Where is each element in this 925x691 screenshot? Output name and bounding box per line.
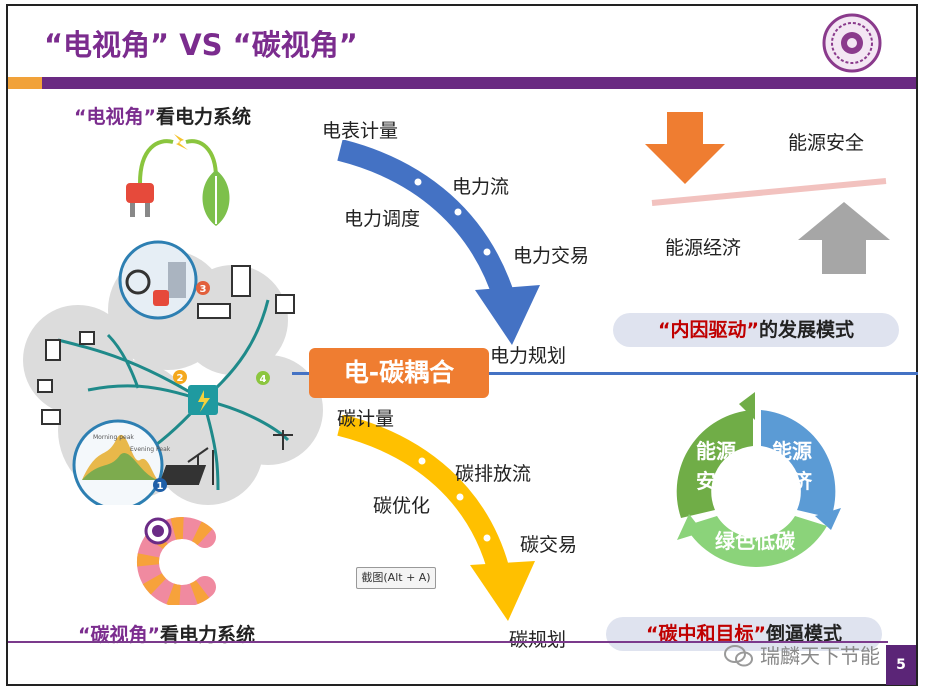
badge-3: 3 [200,284,207,295]
power-system-illustration: Morning peak Evening Peak 3 2 4 1 [18,240,328,511]
carbon-neutral-mode-pill: “碳中和目标”倒逼模式 [606,617,882,651]
carbon-trade-label: 碳交易 [520,534,578,556]
screenshot-tooltip: 截图(Alt + A) [356,567,436,589]
segment-economy-label: 能源 经济 [772,439,812,493]
evening-peak-label: Evening Peak [130,446,171,453]
coupling-badge: 电-碳耦合 [309,348,489,398]
segment-green-label: 绿色低碳 [715,529,795,553]
elec-flow-label: 电力流 [452,176,510,198]
carbon-optimize-label: 碳优化 [373,495,431,517]
segment-security-label: 能源 安全 [696,439,736,493]
elec-trade-label: 电力交易 [513,245,590,267]
down-arrow-icon [645,112,725,184]
slide-frame [6,4,918,686]
carbon-plan-label: 碳规划 [509,629,567,651]
slide-title: “电视角” VS “碳视角” [44,28,358,62]
wechat-icon [724,645,754,667]
energy-security-label: 能源安全 [788,132,865,154]
badge-4: 4 [260,374,267,385]
page-number: 5 [886,645,916,685]
energy-economy-label: 能源经济 [665,237,742,259]
carbon-flow-label: 碳排放流 [455,463,532,485]
balance-beam [650,175,890,211]
up-arrow-icon [798,202,890,274]
plug-leaf-icon [118,128,238,228]
elec-meter-label: 电表计量 [322,120,399,142]
badge-1: 1 [157,481,164,492]
footer-line [8,641,888,643]
energy-cycle-diagram [655,390,855,590]
section-divider [292,372,918,375]
elec-plan-label: 电力规划 [490,345,567,367]
carbon-view-label: “碳视角”看电力系统 [78,624,255,646]
elec-dispatch-label: 电力调度 [344,208,421,230]
morning-peak-label: Morning peak [93,434,134,441]
elec-flow-arrow [300,139,560,350]
university-seal-icon [822,13,882,73]
carbon-flow-arrow [310,414,570,625]
carbon-meter-label: 碳计量 [337,408,395,430]
elec-view-label: “电视角”看电力系统 [74,106,251,128]
internal-driven-mode-pill: “内因驱动”的发展模式 [613,313,899,347]
badge-2: 2 [177,373,184,384]
watermark-text: 瑞麟天下节能 [760,644,880,668]
title-underline-bar [8,77,916,89]
carbon-mascot-icon [130,515,220,607]
